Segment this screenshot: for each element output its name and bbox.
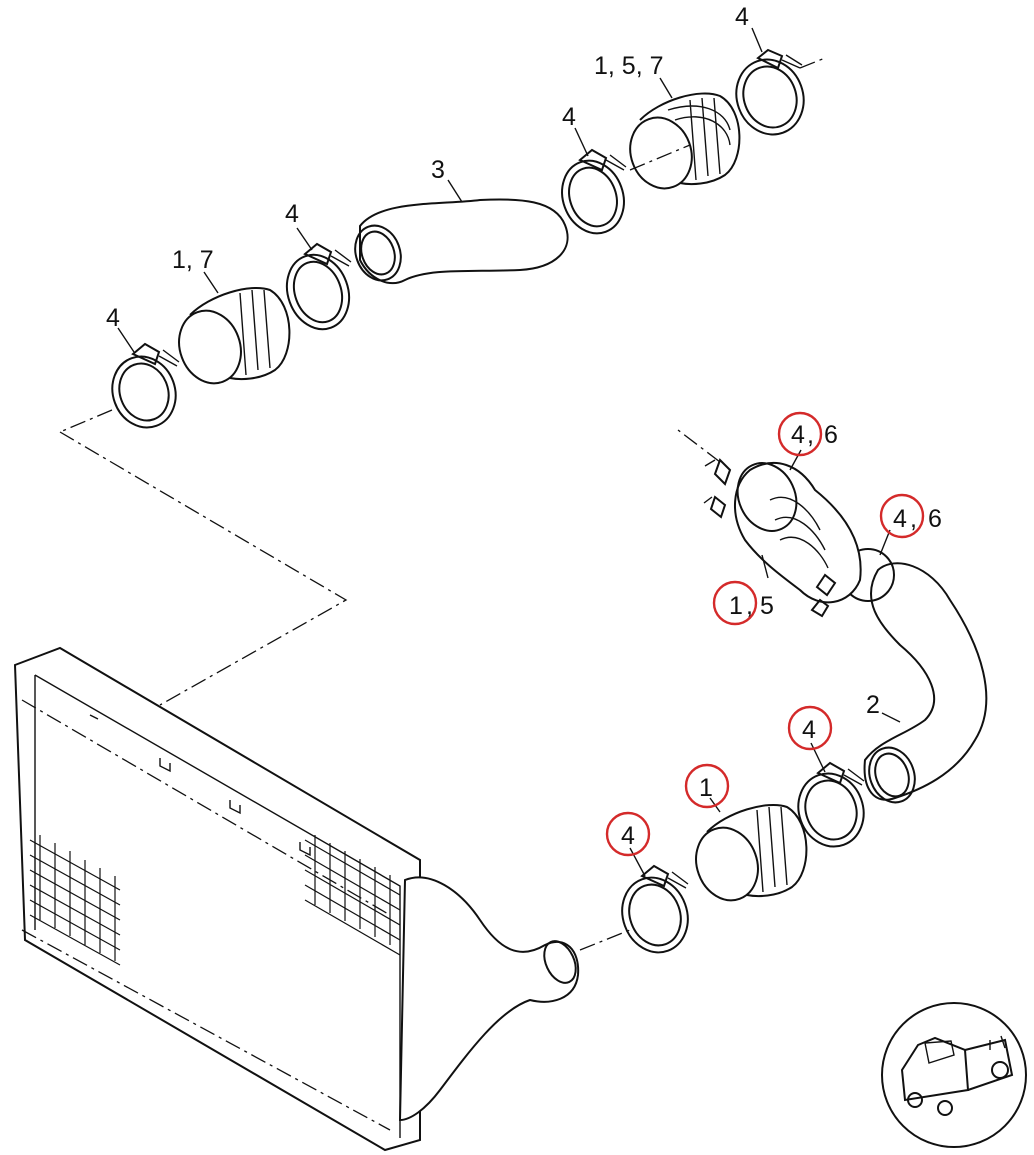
callout-label: 3 [431,156,445,184]
coupler-sleeve-icon [734,461,862,604]
hose-clamp-icon [285,242,352,331]
callout-label: 5 [760,592,774,620]
callout-label: 4 [893,505,907,533]
coupler-sleeve-icon [178,286,291,385]
callout-label: 4 [562,103,576,131]
radiator-grille [29,835,121,966]
truck-icon [881,1002,1027,1148]
callout-label: 1 [699,774,713,802]
coupler-sleeve-icon [629,92,741,190]
callout-label: , [746,592,753,620]
highlight-circle [879,493,925,539]
highlight-circle [605,811,651,857]
callout-label: 4 [285,200,299,228]
hose-2 [841,548,988,804]
leader-lines [117,27,901,877]
hose-clamp-icon [561,148,627,235]
highlight-circle [787,705,833,751]
routing-centerline [59,431,348,706]
radiator-grille [304,835,401,956]
callout-label: 6 [928,505,942,533]
callout-label: 1 [729,592,743,620]
callout-label: 4 [621,822,635,850]
callout-label: , [807,421,814,449]
highlight-circle [684,763,730,809]
highlight-circle [777,411,823,457]
callout-label: 1, 7 [172,246,214,274]
hose-clamp-icon [810,573,837,618]
hose-clamp-icon [797,761,865,848]
radiator-icon [13,646,631,1152]
highlight-circle [712,580,758,626]
hose-clamp-icon [621,864,689,954]
hose-clamp-icon [111,342,180,429]
upper-hose-assembly [59,48,826,433]
callout-label: 1, 5, 7 [594,52,664,80]
hose-3 [354,198,569,285]
callout-label: 4 [106,304,120,332]
hose-clamp-icon [735,48,826,136]
callout-label: 2 [866,691,880,719]
callout-label: , [910,505,917,533]
lower-hose-assembly [621,429,988,954]
callout-labels: 4 1, 5, 7 4 3 4 1, 7 4 4 , 6 4 , 6 1 , 5… [106,3,942,857]
callout-label: 4 [802,716,816,744]
callout-label: 4 [735,3,749,31]
callout-label: 6 [824,421,838,449]
callout-label: 4 [791,421,805,449]
hose-clamp-icon [677,429,732,519]
coupler-sleeve-icon [695,803,808,902]
